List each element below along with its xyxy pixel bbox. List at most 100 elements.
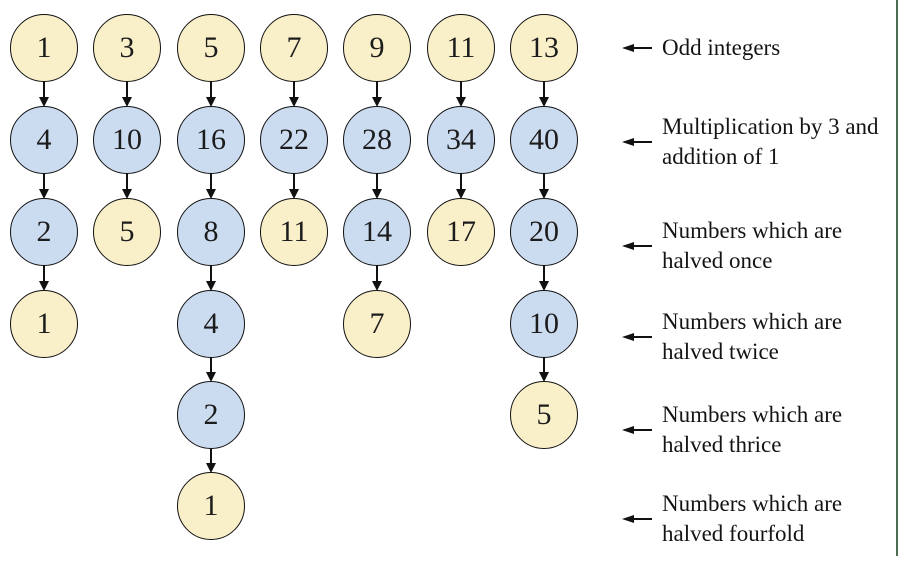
node-circle: 7	[343, 290, 411, 358]
down-arrow-icon	[289, 173, 300, 199]
arrow-head	[456, 189, 466, 199]
left-arrow-icon	[622, 44, 652, 53]
node-circle: 5	[510, 381, 578, 449]
page-edge-divider	[896, 0, 898, 556]
node-circle: 34	[427, 106, 495, 174]
arrow-head	[539, 281, 549, 291]
arrow-head	[372, 97, 382, 107]
node-circle: 17	[427, 198, 495, 266]
arrow-head	[206, 97, 216, 107]
arrow-shaft	[210, 265, 212, 281]
node-circle: 3	[93, 14, 161, 82]
down-arrow-icon	[372, 173, 383, 199]
arrow-head	[206, 281, 216, 291]
arrow-shaft	[43, 173, 45, 189]
node-circle: 20	[510, 198, 578, 266]
row-label: Numbers which are halved twice	[622, 307, 842, 367]
row-label-line: halved thrice	[662, 432, 782, 457]
node-value: 1	[203, 489, 219, 522]
arrow-shaft	[634, 47, 652, 49]
row-label-text: Numbers which are halved once	[662, 216, 842, 276]
node-value: 1	[36, 307, 52, 340]
arrow-shaft	[376, 265, 378, 281]
arrow-shaft	[210, 81, 212, 97]
left-arrow-icon	[622, 138, 652, 147]
down-arrow-icon	[206, 265, 217, 291]
node-circle: 40	[510, 106, 578, 174]
arrow-head	[39, 281, 49, 291]
arrow-head	[39, 97, 49, 107]
node-circle: 7	[260, 14, 328, 82]
arrow-shaft	[376, 173, 378, 189]
node-circle: 4	[10, 106, 78, 174]
arrow-head	[622, 44, 634, 52]
arrow-shaft	[126, 81, 128, 97]
arrow-shaft	[543, 265, 545, 281]
node-circle: 1	[177, 472, 245, 540]
down-arrow-icon	[39, 173, 50, 199]
arrow-head	[206, 463, 216, 473]
row-label: Numbers which are halved once	[622, 216, 842, 276]
node-circle: 14	[343, 198, 411, 266]
row-label-line: Numbers which are	[662, 218, 843, 243]
down-arrow-icon	[39, 265, 50, 291]
row-label-line: Multiplication by 3 and	[662, 114, 879, 139]
row-label-line: Odd integers	[662, 35, 781, 60]
node-value: 4	[36, 123, 52, 156]
arrow-shaft	[634, 518, 652, 520]
node-circle: 11	[260, 198, 328, 266]
node-value: 7	[369, 307, 385, 340]
arrow-shaft	[126, 173, 128, 189]
down-arrow-icon	[372, 81, 383, 107]
down-arrow-icon	[456, 81, 467, 107]
node-value: 2	[203, 398, 219, 431]
arrow-head	[289, 189, 299, 199]
arrow-shaft	[376, 81, 378, 97]
node-value: 5	[119, 215, 135, 248]
arrow-head	[539, 372, 549, 382]
node-value: 4	[203, 307, 219, 340]
node-circle: 10	[510, 290, 578, 358]
arrow-shaft	[293, 81, 295, 97]
row-label: Odd integers	[622, 33, 780, 63]
arrow-head	[206, 189, 216, 199]
down-arrow-icon	[39, 81, 50, 107]
node-value: 22	[279, 123, 309, 156]
arrow-head	[122, 97, 132, 107]
down-arrow-icon	[122, 173, 133, 199]
arrow-shaft	[543, 357, 545, 372]
node-value: 34	[446, 123, 476, 156]
arrow-shaft	[210, 448, 212, 463]
down-arrow-icon	[122, 81, 133, 107]
down-arrow-icon	[206, 81, 217, 107]
row-label-line: Numbers which are	[662, 309, 843, 334]
arrow-head	[622, 515, 634, 523]
down-arrow-icon	[456, 173, 467, 199]
node-circle: 4	[177, 290, 245, 358]
left-arrow-icon	[622, 242, 652, 251]
node-circle: 5	[93, 198, 161, 266]
arrow-head	[122, 189, 132, 199]
node-circle: 28	[343, 106, 411, 174]
arrow-head	[289, 97, 299, 107]
row-label-line: halved once	[662, 248, 773, 273]
down-arrow-icon	[206, 448, 217, 473]
arrow-head	[622, 333, 634, 341]
node-value: 10	[112, 123, 142, 156]
row-label-line: halved fourfold	[662, 521, 805, 546]
node-circle: 13	[510, 14, 578, 82]
row-label-line: halved twice	[662, 339, 779, 364]
arrow-shaft	[634, 141, 652, 143]
node-value: 16	[196, 123, 226, 156]
node-circle: 8	[177, 198, 245, 266]
node-circle: 22	[260, 106, 328, 174]
arrow-shaft	[543, 173, 545, 189]
row-label-text: Numbers which are halved twice	[662, 307, 842, 367]
node-value: 14	[362, 215, 392, 248]
node-value: 11	[446, 31, 476, 64]
